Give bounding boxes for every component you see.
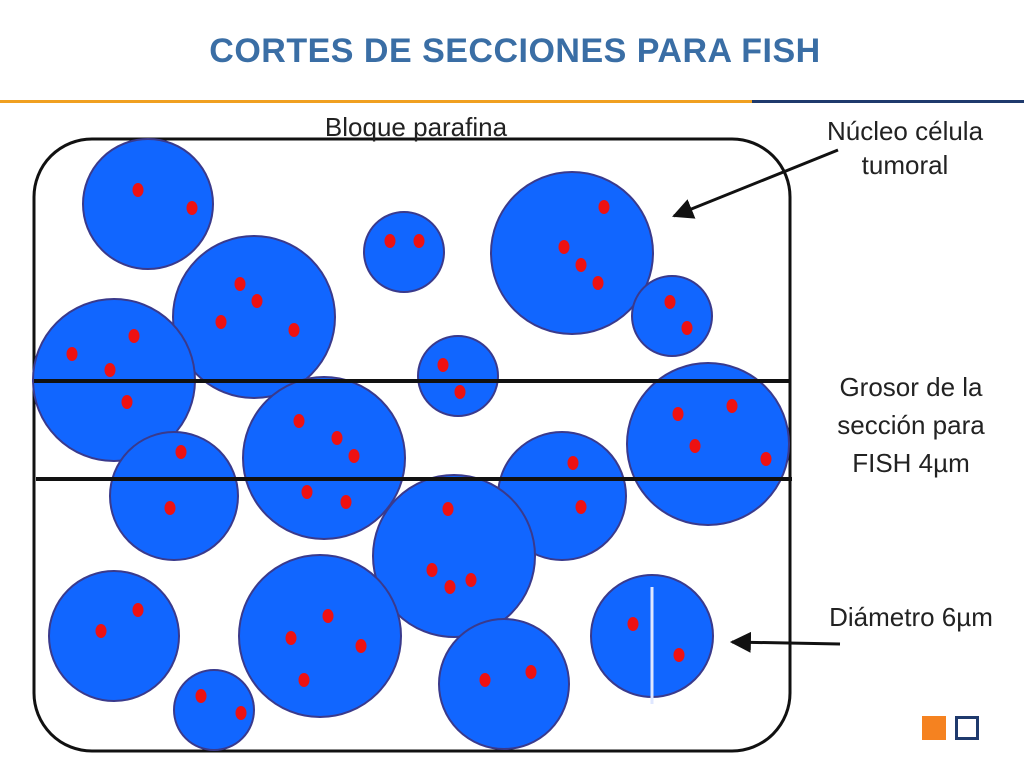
fish-signal-dot xyxy=(128,329,140,343)
fish-signal-dot xyxy=(558,240,570,254)
nucleus-circle xyxy=(172,235,336,399)
tumor-cell-nucleus xyxy=(438,618,570,750)
fish-signal-dot xyxy=(215,315,227,329)
fish-signal-dot xyxy=(442,502,454,516)
nucleus-circle xyxy=(173,669,255,751)
tumor-cell-nucleus xyxy=(172,235,336,399)
nucleus-arrow-icon xyxy=(672,148,839,219)
nucleus-circle xyxy=(109,431,239,561)
fish-signal-dot xyxy=(195,689,207,703)
nucleus-circle xyxy=(238,554,402,718)
fish-signal-dot xyxy=(293,414,305,428)
nucleus-circle xyxy=(242,376,406,540)
title-underline-orange xyxy=(0,100,752,103)
fish-signal-dot xyxy=(132,603,144,617)
tumor-cell-nucleus xyxy=(173,669,255,751)
thickness-label-line: FISH 4µm xyxy=(852,448,970,478)
thickness-label-line: Grosor de la xyxy=(839,372,983,402)
fish-signal-dot xyxy=(95,624,107,638)
fish-signal-dot xyxy=(285,631,297,645)
fish-signal-dot xyxy=(234,277,246,291)
fish-signal-dot xyxy=(592,276,604,290)
tumor-cell-nucleus xyxy=(417,335,499,417)
nucleus-circle xyxy=(372,474,536,638)
fish-signal-dot xyxy=(681,321,693,335)
fish-signal-dot xyxy=(525,665,537,679)
fish-signal-dot xyxy=(479,673,491,687)
fish-signal-dot xyxy=(164,501,176,515)
tumor-cell-nucleus xyxy=(490,171,654,335)
fish-signal-dot xyxy=(384,234,396,248)
fish-signal-dot xyxy=(175,445,187,459)
nucleus-circle xyxy=(48,570,180,702)
fish-signal-dot xyxy=(673,648,685,662)
tumor-cell-nucleus xyxy=(363,211,445,293)
fish-signal-dot xyxy=(355,639,367,653)
fish-signal-dot xyxy=(413,234,425,248)
fish-signal-dot xyxy=(689,439,701,453)
fish-signal-dot xyxy=(340,495,352,509)
tumor-cell-nucleus xyxy=(372,474,536,638)
tumor-cell-nucleus xyxy=(109,431,239,561)
tumor-cell-nucleus xyxy=(48,570,180,702)
fish-signal-dot xyxy=(465,573,477,587)
fish-signal-dot xyxy=(331,431,343,445)
nav-square-icon[interactable] xyxy=(922,716,946,740)
fish-signal-dot xyxy=(437,358,449,372)
fish-signal-dot xyxy=(760,452,772,466)
paraffin-block-label: Bloque parafina xyxy=(324,112,508,142)
nucleus-circle xyxy=(438,618,570,750)
diameter-label: Diámetro 6µm xyxy=(829,602,993,632)
fish-signal-dot xyxy=(664,295,676,309)
fish-signal-dot xyxy=(726,399,738,413)
nucleus-circle xyxy=(417,335,499,417)
fish-signal-dot xyxy=(235,706,247,720)
nucleus-circle xyxy=(626,362,790,526)
tumor-cell-nucleus xyxy=(631,275,713,357)
fish-signal-dot xyxy=(104,363,116,377)
fish-signal-dot xyxy=(132,183,144,197)
diameter-arrow-icon xyxy=(729,631,841,653)
fish-signal-dot xyxy=(298,673,310,687)
fish-signal-dot xyxy=(672,407,684,421)
nucleus-label-line: Núcleo célula xyxy=(826,116,984,146)
fish-signal-dot xyxy=(598,200,610,214)
fish-signal-dot xyxy=(454,385,466,399)
tumor-cell-nucleus xyxy=(242,376,406,540)
section-thickness-label: Grosor de la sección para FISH 4µm xyxy=(800,368,1022,482)
fish-signal-dot xyxy=(288,323,300,337)
tumor-cell-nucleus xyxy=(82,138,214,270)
fish-signal-dot xyxy=(301,485,313,499)
tumor-cell-nucleus xyxy=(626,362,790,526)
fish-signal-dot xyxy=(348,449,360,463)
paraffin-block-outline xyxy=(32,137,792,753)
fish-signal-dot xyxy=(121,395,133,409)
fish-signal-dot xyxy=(567,456,579,470)
thickness-label-line: sección para xyxy=(837,410,985,440)
fish-signal-dot xyxy=(66,347,78,361)
fish-signal-dot xyxy=(186,201,198,215)
fish-signal-dot xyxy=(426,563,438,577)
slide-title: CORTES DE SECCIONES PARA FISH xyxy=(209,32,821,70)
tumor-cell-nucleus xyxy=(238,554,402,718)
fish-signal-dot xyxy=(575,500,587,514)
nucleus-circle xyxy=(363,211,445,293)
title-underline-navy xyxy=(752,100,1024,103)
nucleus-label-line: tumoral xyxy=(861,150,949,180)
nucleus-label: Núcleo célula tumoral xyxy=(792,114,1018,182)
fish-signal-dot xyxy=(251,294,263,308)
fish-signal-dot xyxy=(627,617,639,631)
nucleus-circle xyxy=(490,171,654,335)
nuclei-group xyxy=(32,138,790,751)
nucleus-circle xyxy=(82,138,214,270)
fish-signal-dot xyxy=(322,609,334,623)
fish-signal-dot xyxy=(575,258,587,272)
fish-signal-dot xyxy=(444,580,456,594)
nucleus-circle xyxy=(631,275,713,357)
nav-outline-square-icon[interactable] xyxy=(955,716,979,740)
